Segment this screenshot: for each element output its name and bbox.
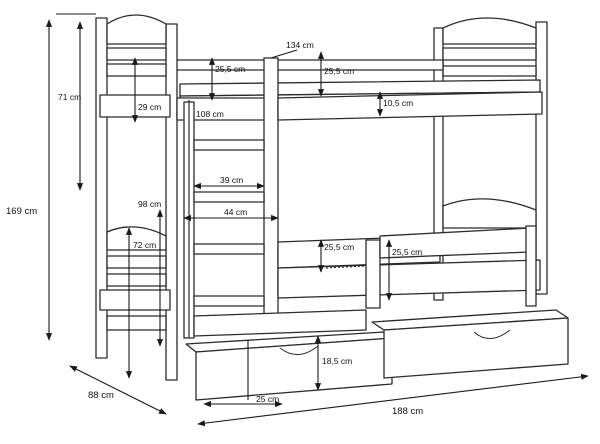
drawer-left — [185, 331, 393, 401]
lower-bed — [193, 225, 541, 337]
drawer-depth-label: 25 cm — [256, 394, 279, 404]
ladder-inner-width-label: 39 cm — [220, 175, 243, 185]
lower-rail-height-label: 25,5 cm — [392, 247, 422, 257]
length-label: 188 cm — [392, 406, 423, 417]
upper-side-height-label: 71 cm — [58, 92, 81, 102]
total-height-label: 169 cm — [6, 206, 37, 217]
dimension-lines — [45, 13, 589, 427]
lower-guard-height-label: 25,5 cm — [324, 242, 354, 252]
upper-front-guard — [176, 57, 543, 331]
guard-length-label: 134 cm — [286, 40, 314, 50]
left-head-end — [95, 14, 178, 381]
lower-post-height-label: 98 cm — [138, 199, 161, 209]
depth-label: 88 cm — [88, 390, 114, 401]
ladder-outer-width-label: 44 cm — [224, 207, 247, 217]
right-head-end — [433, 17, 548, 301]
top-rail-height-label: 25,5 cm — [324, 66, 354, 76]
upper-panel-height-label: 10,5 cm — [383, 98, 413, 108]
lower-headboard-height-label: 72 cm — [133, 240, 156, 250]
dimension-labels: 169 cm 71 cm 29 cm 25,5 cm 134 cm 25,5 c… — [6, 40, 423, 417]
drawer-height-label: 18,5 cm — [322, 356, 352, 366]
ladder-height-label: 108 cm — [196, 109, 224, 119]
ladder — [183, 101, 265, 339]
upper-rail-height-label: 29 cm — [138, 102, 161, 112]
drawer-right — [371, 309, 569, 379]
top-guard-height-label: 25,5 cm — [215, 64, 245, 74]
